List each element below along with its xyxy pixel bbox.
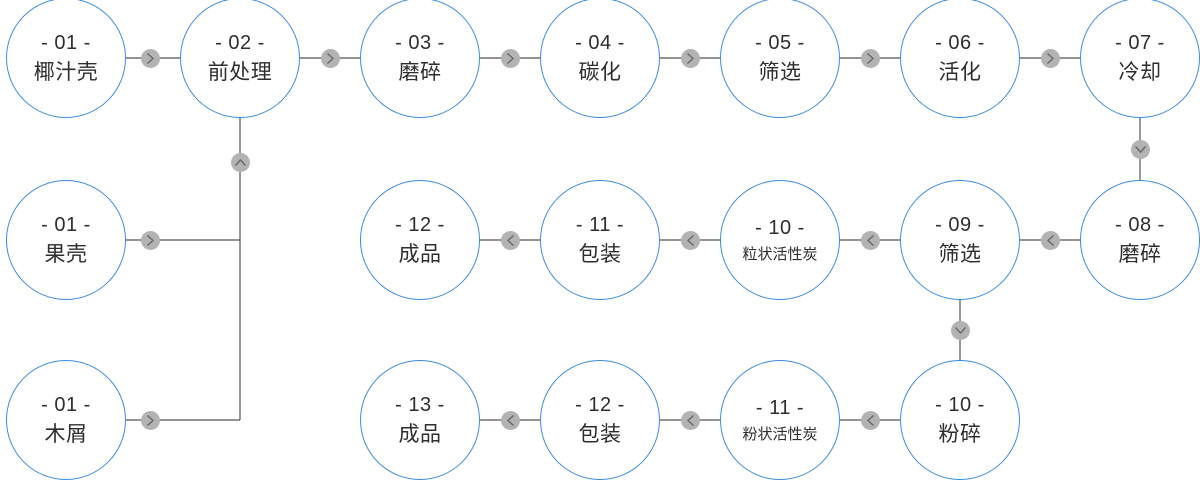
node-index: - 13 -	[395, 394, 445, 416]
node-index: - 10 -	[755, 217, 805, 239]
node-label: 碳化	[578, 61, 622, 84]
node-label: 粉状活性炭	[742, 426, 818, 443]
process-node-n13[interactable]: - 08 - 磨碎	[1080, 180, 1200, 300]
node-index: - 01 -	[41, 32, 91, 54]
node-index: - 12 -	[575, 394, 625, 416]
chevron-left-icon	[1040, 230, 1060, 250]
node-label: 包装	[578, 423, 622, 446]
process-node-n8[interactable]: - 01 - 果壳	[6, 180, 126, 300]
node-index: - 12 -	[395, 214, 445, 236]
process-node-n7[interactable]: - 07 - 冷却	[1080, 0, 1200, 118]
process-node-n18[interactable]: - 10 - 粉碎	[900, 360, 1020, 480]
node-label: 果壳	[44, 243, 88, 266]
node-index: - 10 -	[935, 394, 985, 416]
chevron-left-icon	[860, 230, 880, 250]
node-label: 椰汁壳	[33, 61, 99, 84]
node-label: 成品	[398, 423, 442, 446]
node-label: 活化	[938, 61, 982, 84]
node-index: - 01 -	[41, 214, 91, 236]
node-label: 成品	[398, 243, 442, 266]
process-node-n15[interactable]: - 13 - 成品	[360, 360, 480, 480]
process-node-n11[interactable]: - 10 - 粒状活性炭	[720, 180, 840, 300]
node-index: - 11 -	[575, 214, 625, 236]
process-node-n2[interactable]: - 02 - 前处理	[180, 0, 300, 118]
node-index: - 06 -	[935, 32, 985, 54]
chevron-right-icon	[1040, 48, 1060, 68]
node-index: - 02 -	[215, 32, 265, 54]
chevron-right-icon	[140, 230, 160, 250]
node-label: 冷却	[1118, 61, 1162, 84]
process-node-n16[interactable]: - 12 - 包装	[540, 360, 660, 480]
chevron-right-icon	[680, 48, 700, 68]
process-node-n10[interactable]: - 11 - 包装	[540, 180, 660, 300]
node-label: 木屑	[44, 423, 88, 446]
process-node-n4[interactable]: - 04 - 碳化	[540, 0, 660, 118]
process-node-n3[interactable]: - 03 - 磨碎	[360, 0, 480, 118]
node-label: 前处理	[207, 61, 273, 84]
chevron-left-icon	[500, 230, 520, 250]
process-node-n5[interactable]: - 05 - 筛选	[720, 0, 840, 118]
chevron-left-icon	[860, 410, 880, 430]
node-index: - 03 -	[395, 32, 445, 54]
chevron-left-icon	[500, 410, 520, 430]
node-index: - 11 -	[755, 397, 805, 419]
chevron-left-icon	[680, 230, 700, 250]
chevron-down-icon	[1130, 139, 1150, 159]
process-node-n1[interactable]: - 01 - 椰汁壳	[6, 0, 126, 118]
node-label: 磨碎	[1118, 243, 1162, 266]
chevron-left-icon	[680, 410, 700, 430]
process-node-n6[interactable]: - 06 - 活化	[900, 0, 1020, 118]
node-label: 粒状活性炭	[742, 246, 818, 263]
node-label: 包装	[578, 243, 622, 266]
node-index: - 08 -	[1115, 214, 1165, 236]
node-index: - 09 -	[935, 214, 985, 236]
chevron-up-icon	[230, 152, 250, 172]
node-label: 筛选	[758, 61, 802, 84]
node-index: - 05 -	[755, 32, 805, 54]
node-index: - 07 -	[1115, 32, 1165, 54]
node-label: 筛选	[938, 243, 982, 266]
chevron-right-icon	[860, 48, 880, 68]
chevron-right-icon	[320, 48, 340, 68]
node-label: 粉碎	[938, 423, 982, 446]
process-node-n17[interactable]: - 11 - 粉状活性炭	[720, 360, 840, 480]
chevron-right-icon	[140, 410, 160, 430]
chevron-right-icon	[500, 48, 520, 68]
chevron-right-icon	[140, 48, 160, 68]
node-label: 磨碎	[398, 61, 442, 84]
process-node-n9[interactable]: - 12 - 成品	[360, 180, 480, 300]
process-node-n12[interactable]: - 09 - 筛选	[900, 180, 1020, 300]
process-node-n14[interactable]: - 01 - 木屑	[6, 360, 126, 480]
node-index: - 04 -	[575, 32, 625, 54]
chevron-down-icon	[950, 320, 970, 340]
node-index: - 01 -	[41, 394, 91, 416]
